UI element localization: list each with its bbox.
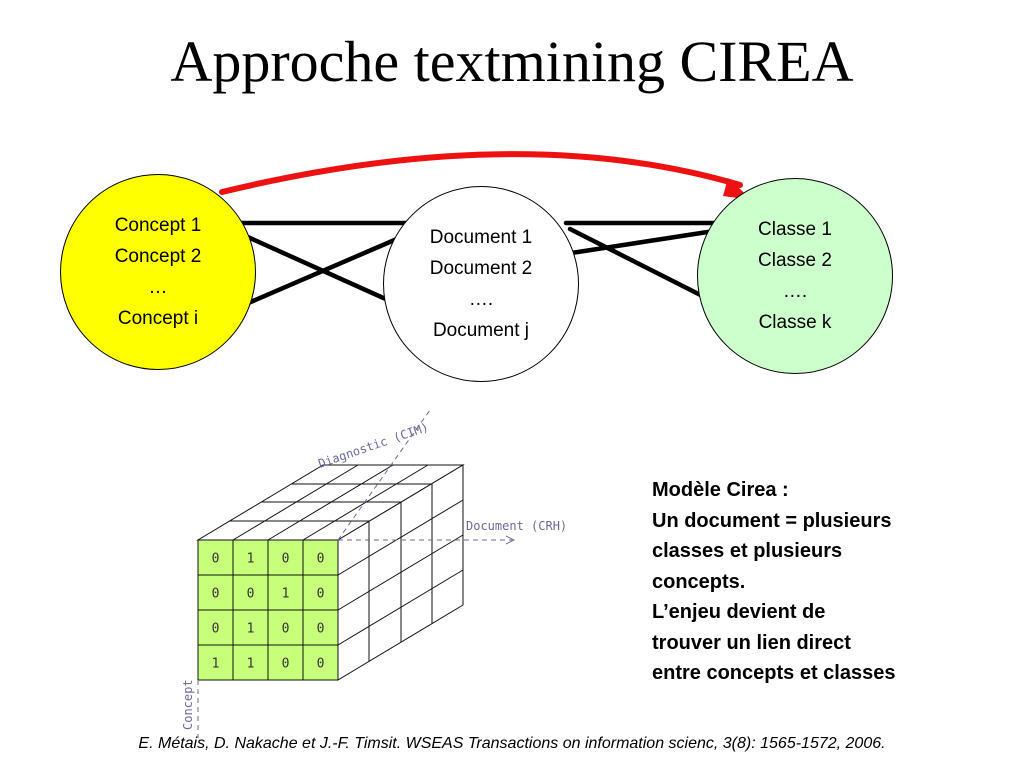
link-concepti-document1 — [243, 229, 416, 307]
model-line-6: entre concepts et classes — [652, 662, 896, 684]
concept-ellipsis: … — [148, 277, 168, 298]
model-description: Modèle Cirea : Un document = plusieurs c… — [652, 475, 992, 689]
axis-document-label: Document (CRH) — [466, 519, 567, 533]
document-1-label: Document 1 — [429, 227, 533, 248]
matrix-cell: 0 — [282, 657, 290, 672]
matrix-cell: 1 — [247, 622, 255, 637]
concepts-node: Concept 1 Concept 2 … Concept i — [60, 174, 256, 370]
citation: E. Métais, D. Nakache et J.-F. Timsit. W… — [138, 735, 886, 752]
axis-concept-label: Concept — [181, 679, 195, 730]
classe-k-label: Classe k — [758, 312, 832, 333]
document-ellipsis: …. — [468, 289, 494, 310]
matrix-cell: 0 — [212, 622, 220, 637]
matrix-cell: 1 — [282, 587, 290, 602]
slide-title: Approche textmining CIREA — [170, 29, 854, 94]
model-line-1: Un document = plusieurs — [652, 509, 892, 532]
classe-2-label: Classe 2 — [758, 250, 832, 271]
matrix-cell: 0 — [317, 657, 325, 672]
model-line-2: classes et plusieurs — [652, 540, 843, 562]
matrix-cell: 0 — [282, 622, 290, 637]
classes-node: Classe 1 Classe 2 …. Classe k — [697, 178, 893, 374]
matrix-cell: 0 — [317, 587, 325, 602]
document-2-label: Document 2 — [429, 258, 533, 279]
axis-document-arrow — [505, 535, 516, 545]
model-line-3: concepts. — [652, 570, 746, 593]
matrix-cell: 0 — [282, 552, 290, 567]
concept-i-label: Concept i — [117, 308, 199, 329]
matrix-cell: 0 — [247, 587, 255, 602]
concept-1-label: Concept 1 — [114, 215, 202, 236]
document-j-label: Document j — [432, 320, 530, 341]
red-arrow — [219, 151, 743, 195]
matrix-cell: 1 — [212, 657, 220, 672]
concept-2-label: Concept 2 — [114, 246, 202, 267]
documents-node: Document 1 Document 2 …. Document j — [383, 186, 579, 382]
classe-ellipsis: …. — [782, 281, 808, 302]
model-line-4: L’enjeu devient de — [652, 601, 826, 623]
matrix-cell: 1 — [247, 657, 255, 672]
model-heading: Modèle Cirea : — [652, 479, 789, 501]
matrix-cell: 0 — [317, 622, 325, 637]
matrix-cell: 1 — [247, 552, 255, 567]
link-concept1-documentj — [227, 226, 413, 313]
classe-1-label: Classe 1 — [758, 219, 832, 240]
matrix-cell: 0 — [212, 552, 220, 567]
model-line-5: trouver un lien direct — [652, 631, 851, 654]
matrix-cell: 0 — [212, 587, 220, 602]
matrix-cell: 0 — [317, 552, 325, 567]
axis-diagnostic-label: Diagnostic (CIM) — [316, 420, 430, 471]
